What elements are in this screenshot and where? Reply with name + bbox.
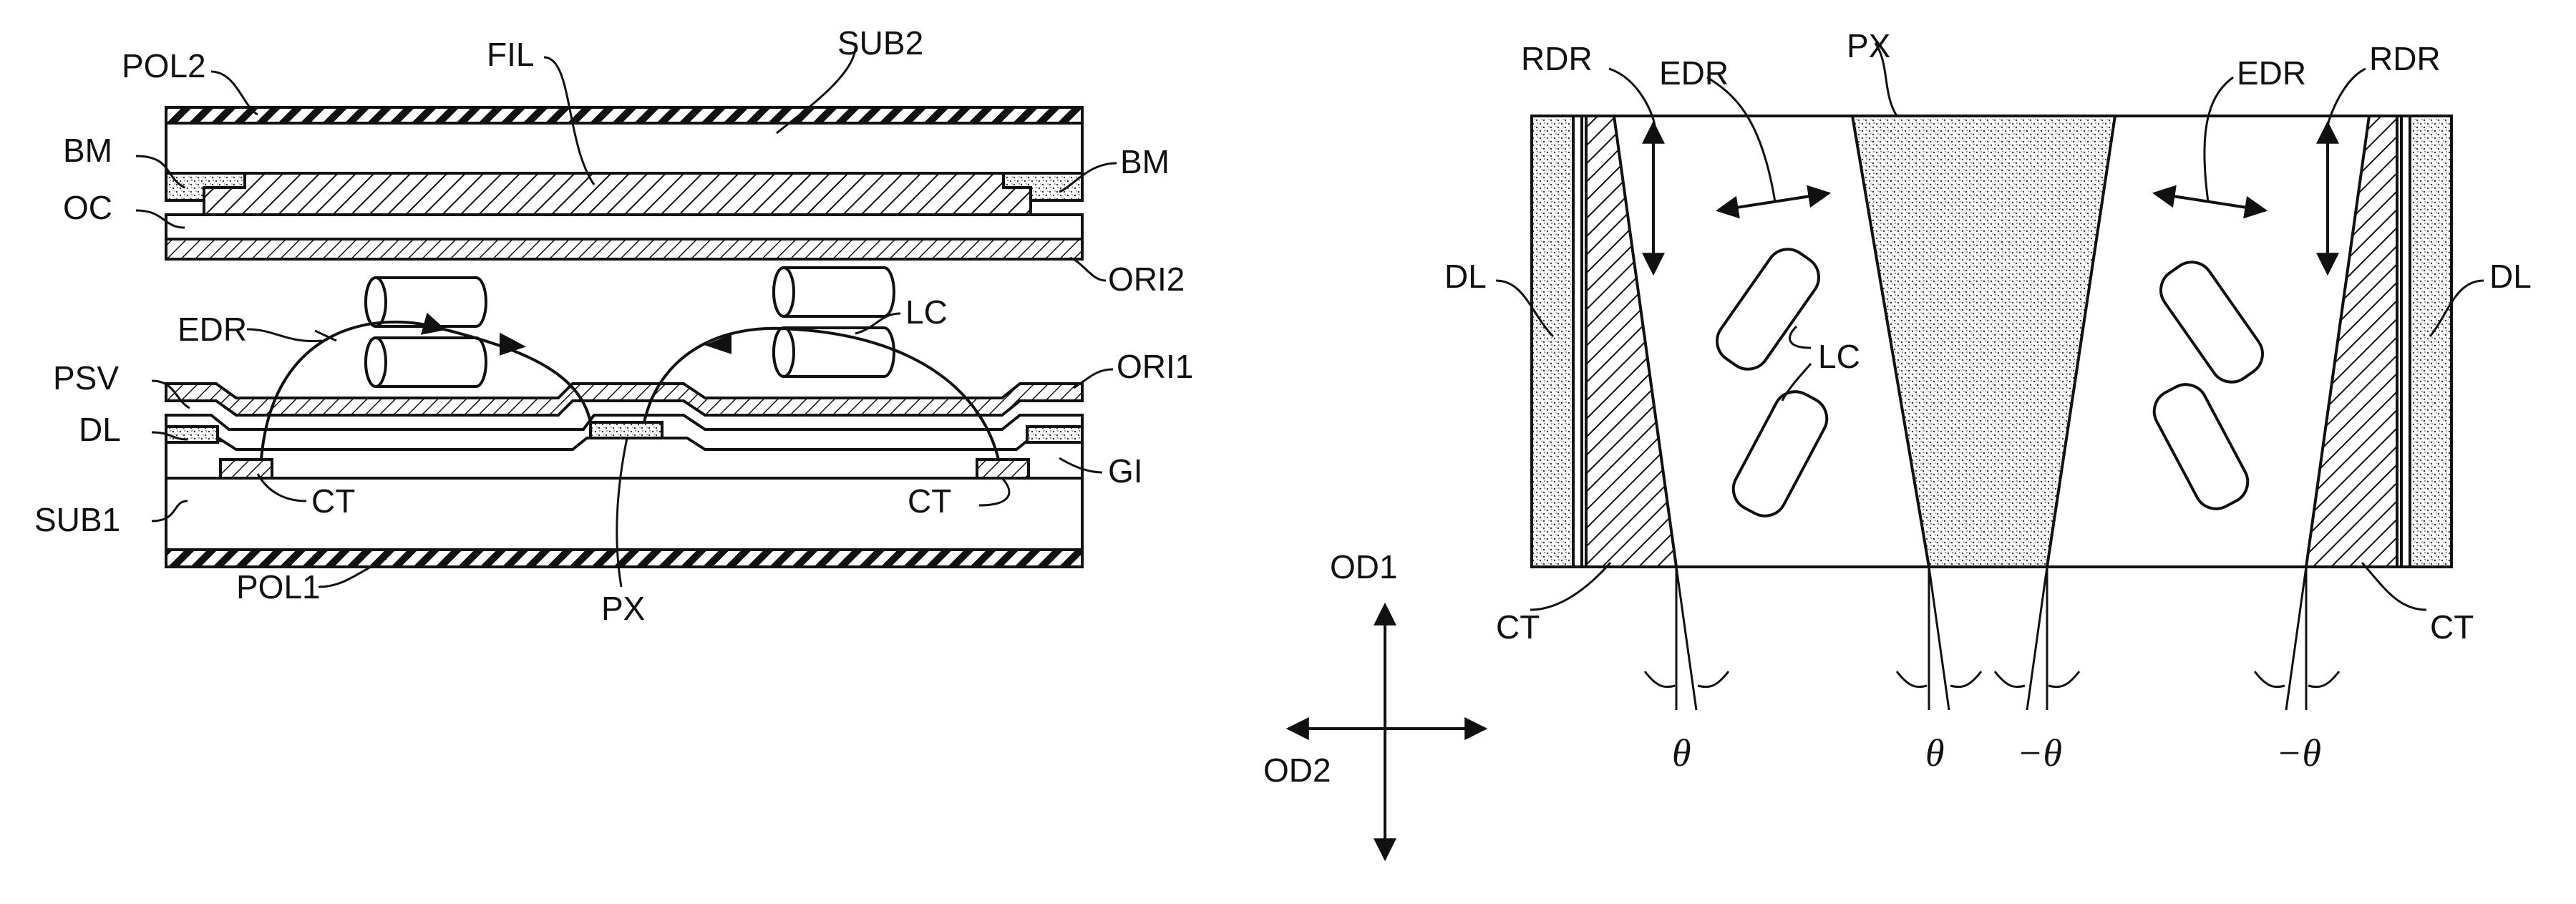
label-gi: GI <box>1108 452 1143 490</box>
label-pol2: POL2 <box>122 47 206 84</box>
label-psv: PSV <box>53 359 119 397</box>
label-oc: OC <box>63 189 112 226</box>
sub2-substrate <box>166 123 1082 173</box>
label-px-left: PX <box>601 590 645 627</box>
label-dl-left: DL <box>1444 258 1487 295</box>
lc-molecules-cross-section <box>366 268 894 387</box>
label-ct-right-plan: CT <box>2430 608 2474 646</box>
oc-layer <box>166 215 1082 239</box>
label-ct-left: CT <box>311 482 355 520</box>
label-dl-right: DL <box>2489 258 2532 295</box>
label-theta-2: θ <box>1925 732 1945 774</box>
cross-section-figure <box>136 43 1117 587</box>
label-edr: EDR <box>178 311 247 348</box>
label-sub2: SUB2 <box>837 24 923 62</box>
label-theta-1: θ <box>1672 732 1691 774</box>
dl-right-block <box>1027 427 1082 442</box>
label-theta-3: −θ <box>2017 732 2062 774</box>
label-bm-left: BM <box>63 132 112 169</box>
label-theta-4: −θ <box>2276 732 2321 774</box>
label-ct-left-plan: CT <box>1496 608 1540 646</box>
dl-right-strip <box>2410 116 2451 567</box>
label-od1: OD1 <box>1330 548 1398 585</box>
label-ori2: ORI2 <box>1108 261 1185 298</box>
ct-left-electrode <box>220 460 272 478</box>
dl-left-block <box>166 427 218 442</box>
ori1-layer <box>166 384 1082 415</box>
angle-indicators <box>1645 567 2339 710</box>
label-sub1: SUB1 <box>34 501 120 538</box>
fil-layer <box>204 173 1031 215</box>
label-lc: LC <box>905 293 948 331</box>
edr-arrowhead-left <box>501 335 523 354</box>
pol2-layer <box>166 107 1082 123</box>
ct-right-electrode <box>977 460 1029 478</box>
label-lc-right: LC <box>1818 338 1860 375</box>
label-bm-right: BM <box>1120 143 1170 180</box>
label-px-right: PX <box>1847 27 1890 64</box>
ori2-layer <box>166 239 1082 259</box>
label-ct-right: CT <box>908 482 951 520</box>
pol1-layer <box>166 550 1082 567</box>
label-rdr-right: RDR <box>2369 40 2441 77</box>
dl-left-strip <box>1532 116 1573 567</box>
label-rdr-left: RDR <box>1521 40 1593 77</box>
label-fil: FIL <box>487 36 534 73</box>
label-od2: OD2 <box>1263 752 1331 789</box>
label-edr-left: EDR <box>1659 54 1729 92</box>
label-dl: DL <box>79 411 121 448</box>
label-edr-right: EDR <box>2237 54 2306 92</box>
px-electrode <box>590 422 662 438</box>
label-pol1: POL1 <box>236 568 321 606</box>
label-ori1: ORI1 <box>1117 348 1193 385</box>
